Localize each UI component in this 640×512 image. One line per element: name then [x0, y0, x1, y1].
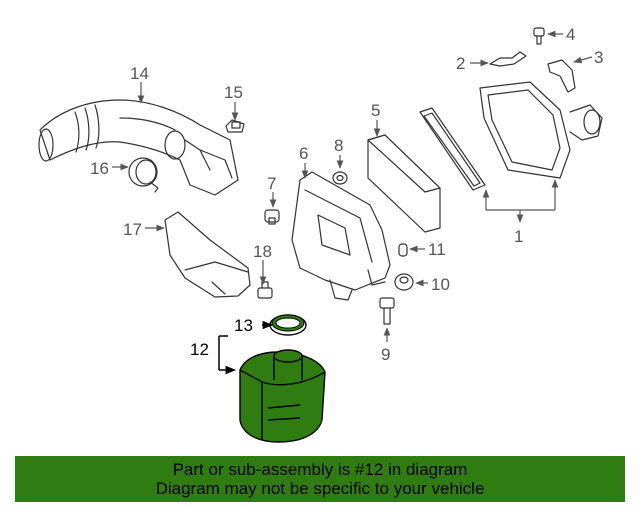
callout-11: 11 [428, 240, 446, 259]
callout-18: 18 [253, 242, 272, 261]
leader-lines [112, 30, 593, 342]
part-8-grommet [332, 171, 348, 185]
part-16-clamp [128, 157, 159, 193]
callout-10: 10 [431, 275, 450, 294]
callout-14: 14 [130, 64, 149, 83]
callout-17: 17 [123, 220, 142, 239]
info-banner: Part or sub-assembly is #12 in diagram D… [15, 456, 625, 502]
part-15-clip [225, 119, 245, 133]
callout-13: 13 [234, 316, 253, 335]
parts-diagram: 14 15 16 17 7 18 6 8 5 2 3 4 1 11 10 9 1… [38, 25, 603, 443]
part-4-screw [533, 27, 545, 45]
part-5-air-filter [367, 134, 441, 233]
callout-9: 9 [381, 345, 390, 364]
part-13-clamp [269, 314, 307, 336]
callout-12-bracket [218, 320, 274, 370]
part-17-lower-duct [164, 211, 251, 298]
callout-8: 8 [334, 136, 343, 155]
part-11-clip [398, 243, 408, 257]
part-12-resonator [239, 349, 326, 443]
banner-line-1: Part or sub-assembly is #12 in diagram [172, 460, 468, 479]
part-14-intake-duct [38, 99, 239, 196]
part-18-bolt [257, 281, 273, 299]
callout-6: 6 [299, 144, 308, 163]
callout-5: 5 [371, 101, 380, 120]
callout-12: 12 [190, 340, 209, 359]
callout-15: 15 [224, 83, 243, 102]
part-9-bolt [379, 297, 395, 325]
callout-2: 2 [456, 54, 465, 73]
callout-7: 7 [267, 174, 276, 193]
callout-16: 16 [90, 159, 109, 178]
part-1-upper-case [419, 81, 603, 191]
part-2-bracket [489, 51, 527, 67]
part-10-grommet [394, 273, 414, 291]
part-3-sensor [547, 59, 576, 93]
banner-line-2: Diagram may not be specific to your vehi… [155, 479, 485, 498]
part-6-lower-case [291, 171, 391, 301]
part-7-grommet [264, 209, 280, 225]
callout-3: 3 [594, 48, 603, 67]
callout-1: 1 [514, 227, 523, 246]
callout-4: 4 [566, 25, 575, 44]
